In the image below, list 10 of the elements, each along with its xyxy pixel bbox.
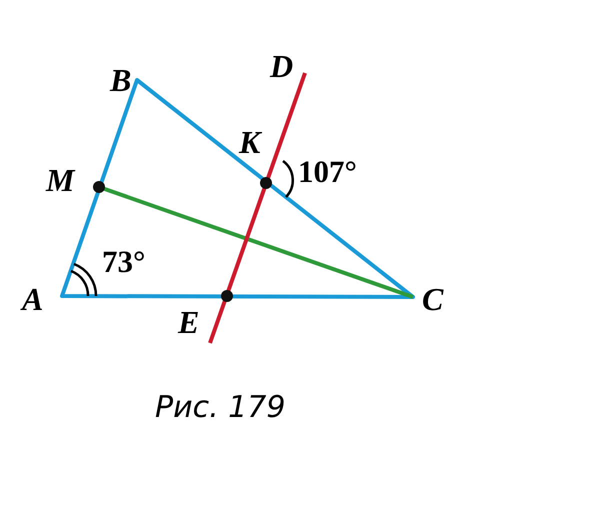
point-label: E xyxy=(178,306,200,338)
point-label: D xyxy=(270,50,294,82)
point-label: B xyxy=(110,64,132,96)
point-label: M xyxy=(46,164,74,196)
point-label: K xyxy=(239,126,260,158)
caption: Рис. 179 xyxy=(155,393,286,423)
point-label: A xyxy=(22,283,44,315)
angle-label: 107° xyxy=(298,156,357,187)
angle-label: 73° xyxy=(102,246,146,277)
point-label: C xyxy=(422,283,444,315)
